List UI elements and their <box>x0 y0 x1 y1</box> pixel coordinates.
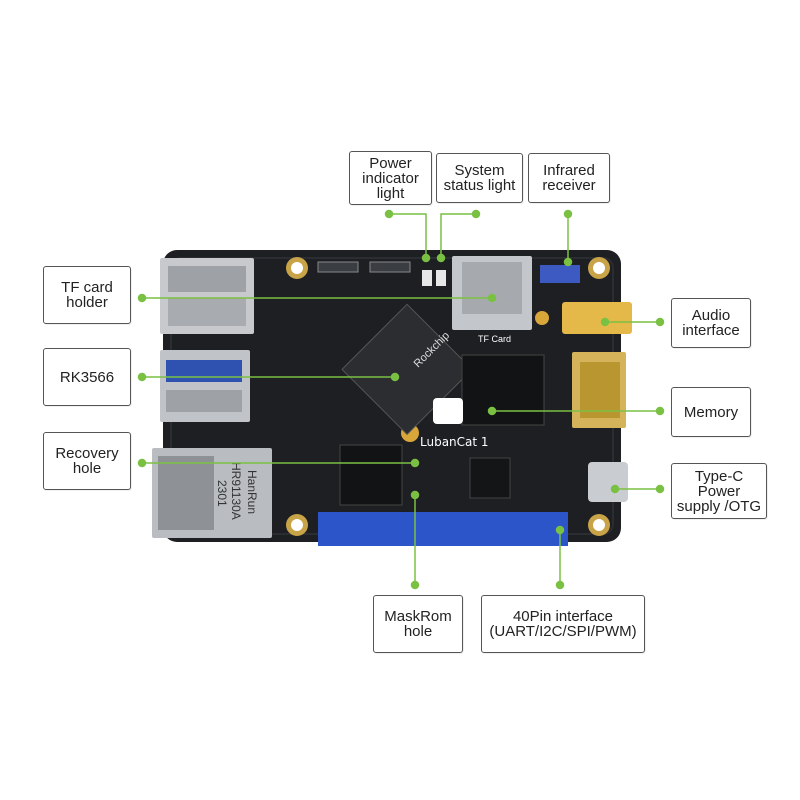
hdmi-port <box>572 352 626 428</box>
callout-recovery: Recovery hole <box>43 432 131 490</box>
callout-power-indicator-text: Power indicator light <box>362 154 419 202</box>
callout-40pin: 40Pin interface (UART/I2C/SPI/PWM) <box>481 595 645 653</box>
emmc-chip <box>339 444 403 506</box>
callout-tf-card-text: TF card holder <box>61 279 113 311</box>
cam0-connector <box>317 261 359 273</box>
eth-code-label: 2301 <box>215 480 229 507</box>
callout-rk3566: RK3566 <box>43 348 131 406</box>
callout-typec-text: Type-C Power supply /OTG <box>676 467 762 515</box>
pcb-board <box>152 250 632 546</box>
callout-audio: Audio interface <box>671 298 751 348</box>
brand-label: LubanCat 1 <box>420 435 489 449</box>
callout-maskrom-text: MaskRom hole <box>384 608 452 640</box>
misc-chip <box>469 457 511 499</box>
leader-power-indicator <box>389 213 427 258</box>
callout-memory-text: Memory <box>683 403 739 421</box>
callout-system-status: System status light <box>436 153 523 203</box>
eth-brand-label: HanRun <box>245 470 259 514</box>
power-led <box>422 270 432 286</box>
audio-jack <box>562 302 632 334</box>
tf-label: TF Card <box>478 334 511 344</box>
gpio-header <box>318 512 568 546</box>
callout-rk3566-text: RK3566 <box>59 368 115 386</box>
eth-model-label: HR91130A <box>229 462 243 520</box>
mounting-holes <box>286 257 610 536</box>
lubancat-logo <box>433 398 463 424</box>
leader-system-status <box>440 213 476 258</box>
callout-infrared: Infrared receiver <box>528 153 610 203</box>
callout-audio-text: Audio interface <box>682 307 740 339</box>
callout-typec: Type-C Power supply /OTG <box>671 463 767 519</box>
memory-chip <box>461 354 545 426</box>
ethernet-jack <box>152 448 272 538</box>
status-led <box>436 270 446 286</box>
callout-infrared-text: Infrared receiver <box>542 162 596 194</box>
cam1-connector <box>369 261 411 273</box>
callout-system-status-text: System status light <box>443 162 516 194</box>
tf-card-slot <box>452 256 532 330</box>
callout-memory: Memory <box>671 387 751 437</box>
callout-tf-card: TF card holder <box>43 266 131 324</box>
callout-power-indicator: Power indicator light <box>349 151 432 205</box>
leader-lines <box>137 209 665 590</box>
callout-40pin-text: 40Pin interface (UART/I2C/SPI/PWM) <box>489 608 637 640</box>
typec-port <box>588 462 628 502</box>
callout-recovery-text: Recovery hole <box>55 445 119 477</box>
ir-header <box>540 265 580 283</box>
callout-maskrom: MaskRom hole <box>373 595 463 653</box>
